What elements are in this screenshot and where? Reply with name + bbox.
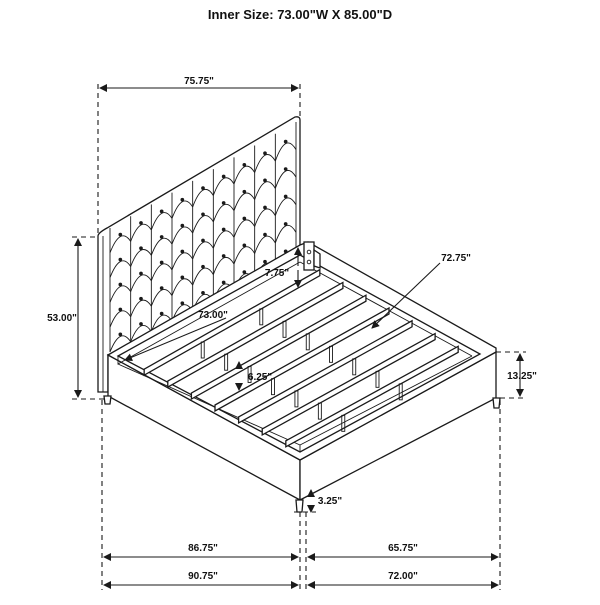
inner-size-title: Inner Size: 73.00"W X 85.00"D: [207, 7, 393, 22]
rail-length-label: 72.75": [441, 253, 471, 264]
overall-height-label: 53.00": [47, 313, 77, 324]
dimension-lines: [74, 84, 524, 589]
bottom-left-inner-label: 86.75": [188, 543, 218, 554]
headboard-offset-label: 7.75": [265, 268, 289, 279]
bed-frame: [106, 241, 497, 502]
inner-width-label: 73.00": [198, 310, 228, 321]
bottom-right-outer-label: 72.00": [388, 571, 418, 582]
bottom-left-outer-label: 90.75": [188, 571, 218, 582]
bottom-right-inner-label: 65.75": [388, 543, 418, 554]
headboard-width-label: 75.75": [184, 76, 214, 87]
rail-height-label: 13.25": [507, 371, 537, 382]
bed-legs: [103, 395, 501, 513]
slat-leg-height-label: 6.25": [248, 372, 272, 383]
projection-lines: [72, 84, 526, 590]
clearance-label: 3.25": [318, 496, 342, 507]
